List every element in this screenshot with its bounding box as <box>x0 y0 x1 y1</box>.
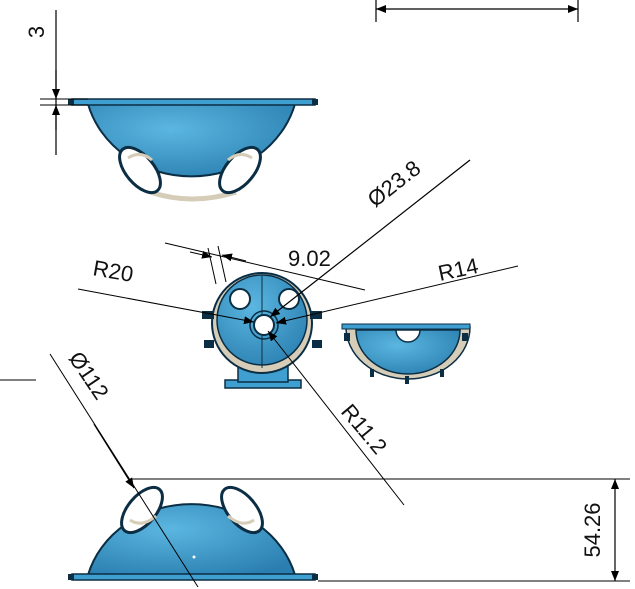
dome-plan-with-base <box>202 272 322 389</box>
hole-diameter-label: Ø23.8 <box>363 155 426 212</box>
hole-left <box>118 145 162 195</box>
radius-right-label: R14 <box>436 253 481 286</box>
height-label: 54.26 <box>580 502 605 557</box>
height-dimension: 54.26 <box>130 478 630 582</box>
hole-right <box>218 145 262 195</box>
plan-hole-center <box>253 314 275 336</box>
flange-thickness-dimension: 3 <box>24 10 88 155</box>
plan-hole-left <box>229 288 251 310</box>
sphere-diameter-label: Ø112 <box>64 347 114 404</box>
radius-left-label: R20 <box>91 255 135 287</box>
top-width-dimension <box>375 0 579 22</box>
flange-thickness-label: 3 <box>24 26 49 38</box>
slot-width-label: 9.02 <box>288 246 331 271</box>
hole-diameter-dimension: Ø23.8 <box>269 155 471 318</box>
dome-section <box>341 323 471 384</box>
dome-elevation-top <box>68 98 318 202</box>
dome-elevation-bottom <box>68 485 318 581</box>
slot-width-dimension: 9.02 <box>164 242 366 291</box>
plan-hole-right <box>278 288 300 310</box>
